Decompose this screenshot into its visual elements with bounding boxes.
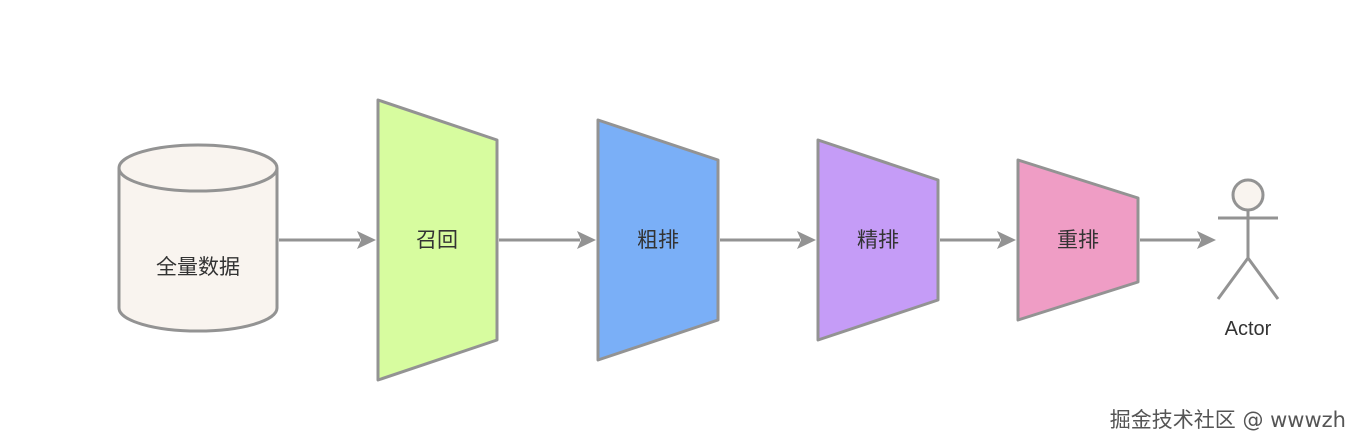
arrow-recall-to-coarse-rank — [499, 231, 596, 249]
arrow-coarse-rank-to-fine-rank — [720, 231, 816, 249]
arrow-database-to-recall — [279, 231, 376, 249]
arrow-fine-rank-to-rerank — [940, 231, 1016, 249]
database-label: 全量数据 — [156, 255, 240, 279]
watermark: 掘金技术社区 @ wwwzh — [1109, 408, 1346, 432]
coarse-rank-shape — [596, 118, 720, 362]
rerank-shape — [1016, 158, 1140, 322]
rerank-label: 重排 — [1057, 228, 1099, 252]
actor-label: Actor — [1225, 318, 1272, 340]
fine-rank-label: 精排 — [857, 228, 899, 252]
database-node: 全量数据 — [117, 143, 279, 333]
actor-right-leg — [1246, 257, 1280, 300]
recall-node: 召回 — [376, 98, 499, 382]
actor-left-leg — [1216, 257, 1250, 300]
actor-figure — [1216, 178, 1280, 300]
fine-rank-shape — [816, 138, 940, 342]
database-top — [117, 143, 279, 193]
coarse-rank-label: 粗排 — [637, 228, 679, 252]
fine-rank-node: 精排 — [816, 138, 940, 342]
database-body — [117, 168, 279, 333]
recall-shape — [376, 98, 499, 382]
actor-head — [1231, 178, 1265, 212]
arrow-rerank-to-actor — [1140, 231, 1216, 249]
recall-label: 召回 — [416, 228, 458, 252]
rerank-node: 重排 — [1016, 158, 1140, 322]
coarse-rank-node: 粗排 — [596, 118, 720, 362]
